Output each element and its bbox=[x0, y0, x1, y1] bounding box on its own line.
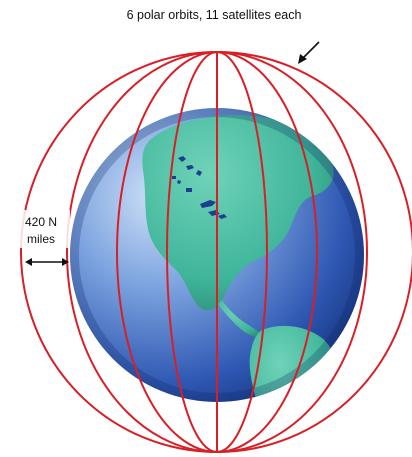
north-america-landmass bbox=[142, 114, 334, 311]
orbits-label: 6 polar orbits, 11 satellites each bbox=[127, 8, 302, 22]
distance-label-line1: 420 N bbox=[25, 215, 57, 229]
distance-label-line2: miles bbox=[27, 232, 55, 246]
double-arrow-icon bbox=[25, 258, 69, 266]
pointer-arrow-icon bbox=[298, 41, 320, 64]
central-america-landmass bbox=[218, 300, 266, 339]
distance-label-backdrop bbox=[14, 210, 70, 248]
polar-orbits bbox=[20, 51, 412, 453]
